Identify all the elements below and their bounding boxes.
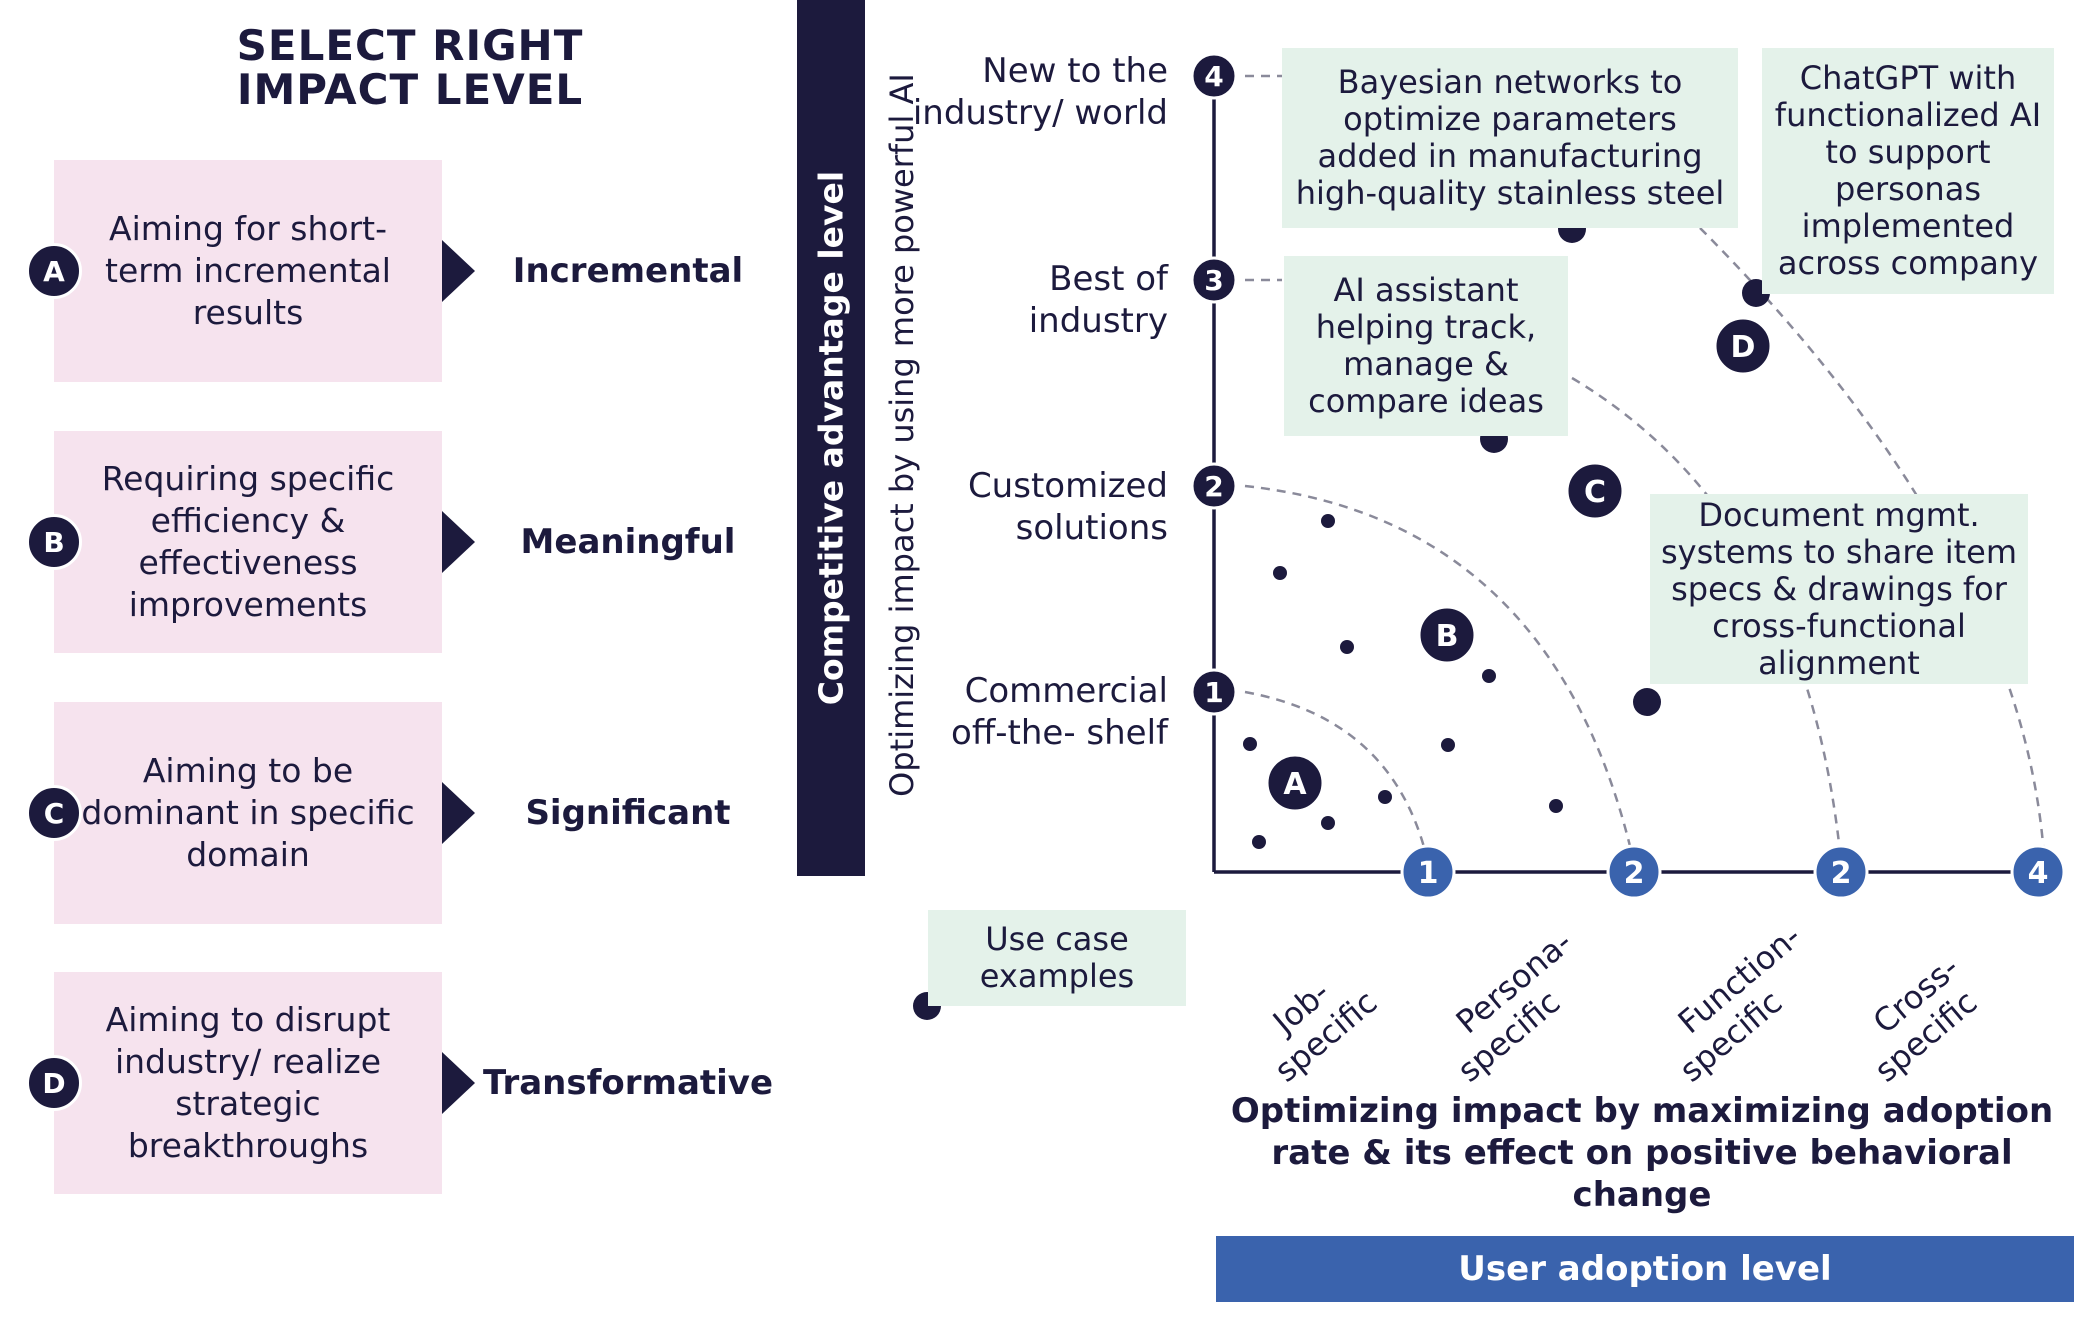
legend-box: Use case examples [928,910,1186,1006]
y-level-label-3: Best of industry [1028,259,1168,341]
scatter-dot [1378,790,1392,804]
y-level-number-3: 3 [1204,264,1223,297]
scatter-dot [1441,738,1455,752]
level-description: Requiring specific efficiency & effectiv… [54,431,442,653]
x-category-label-1: Job- specific [1243,954,1384,1090]
x-level-markers: 1 2 2 4 [1400,844,2066,900]
user-adoption-label: User adoption level [1458,1249,1832,1289]
scatter-dot [1252,835,1266,849]
level-description: Aiming to disrupt industry/ realize stra… [54,972,442,1194]
y-level-number-1: 1 [1204,676,1223,709]
x-category-label-3: Function- specific [1648,911,1841,1090]
scatter-dot [1243,737,1257,751]
zone-arc-d [1699,227,2047,873]
level-description: Aiming for short-term incremental result… [54,160,442,382]
x-level-marker-3 [1813,844,1869,900]
level-name: Transformative [482,1063,774,1103]
x-level-number-1: 1 [1418,856,1439,891]
level-name: Incremental [512,251,744,291]
scatter-dot [1482,669,1496,683]
x-level-marker-2 [1606,844,1662,900]
arrow-right-icon [442,511,475,573]
competitive-advantage-bar: Competitive advantage level [797,0,865,876]
zone-labels: A B C D [1265,316,1773,813]
zone-badge-b [1417,605,1477,665]
level-badge: B [26,514,82,570]
level-description: Aiming to be dominant in specific domain [54,702,442,924]
level-row-a: Aiming for short-term incremental result… [0,160,800,382]
x-category-label-4: Cross- specific [1843,942,1999,1090]
y-level-marker-2 [1190,462,1238,510]
zone-arc-a [1244,690,1432,873]
example-note-ai-assistant: AI assistant helping track, manage & com… [1284,256,1568,436]
y-level-label-1: Commercial off-the- shelf [951,671,1168,753]
y-level-number-2: 2 [1204,470,1223,503]
x-category-label-2: Persona- specific [1426,916,1612,1089]
x-level-marker-4 [2010,844,2066,900]
level-badge: C [26,785,82,841]
example-note-document-mgmt: Document mgmt. systems to share item spe… [1650,494,2028,684]
x-level-number-3: 2 [1831,856,1852,891]
scatter-dots [1243,514,1563,849]
level-row-d: Aiming to disrupt industry/ realize stra… [0,972,800,1194]
scatter-dot [1273,566,1287,580]
zone-badge-d [1713,316,1773,376]
y-level-marker-4 [1190,52,1238,100]
x-level-number-4: 4 [2028,856,2049,891]
user-adoption-bar: User adoption level [1216,1236,2074,1302]
y-level-label-4: New to the industry/ world [912,51,1168,133]
zone-letter-d: D [1731,330,1756,365]
arrow-right-icon [442,240,475,302]
level-row-b: Requiring specific efficiency & effectiv… [0,431,800,653]
x-level-number-2: 2 [1624,856,1645,891]
scatter-dot [1340,640,1354,654]
y-level-label-2: Customized solutions [967,466,1168,548]
panel-title: SELECT RIGHT IMPACT LEVEL [236,21,584,114]
y-level-number-4: 4 [1204,60,1223,93]
scatter-dot [1321,514,1335,528]
scatter-dot [1549,799,1563,813]
zone-badge-a [1265,753,1325,813]
y-level-markers: 4 3 2 1 [1190,52,1238,716]
level-row-c: Aiming to be dominant in specific domain… [0,702,800,924]
arrow-right-icon [442,1052,475,1114]
example-note-chatgpt: ChatGPT with functionalized AI to suppor… [1762,48,2054,294]
example-note-bayesian: Bayesian networks to optimize parameters… [1282,48,1738,228]
x-axis-title: Optimizing impact by maximizing adoption… [1230,1091,2054,1215]
zone-letter-a: A [1283,767,1307,802]
x-level-marker-1 [1400,844,1456,900]
example-dot [1633,688,1661,716]
arrow-right-icon [442,782,475,844]
y-level-marker-1 [1190,668,1238,716]
level-name: Meaningful [520,522,736,562]
y-level-marker-3 [1190,256,1238,304]
zone-badge-c [1565,461,1625,521]
level-name: Significant [525,793,731,833]
zone-letter-c: C [1584,475,1606,510]
zone-letter-b: B [1436,619,1459,654]
level-badge: A [26,243,82,299]
level-badge: D [26,1055,82,1111]
scatter-dot [1321,816,1335,830]
zone-arc-b [1244,484,1638,873]
